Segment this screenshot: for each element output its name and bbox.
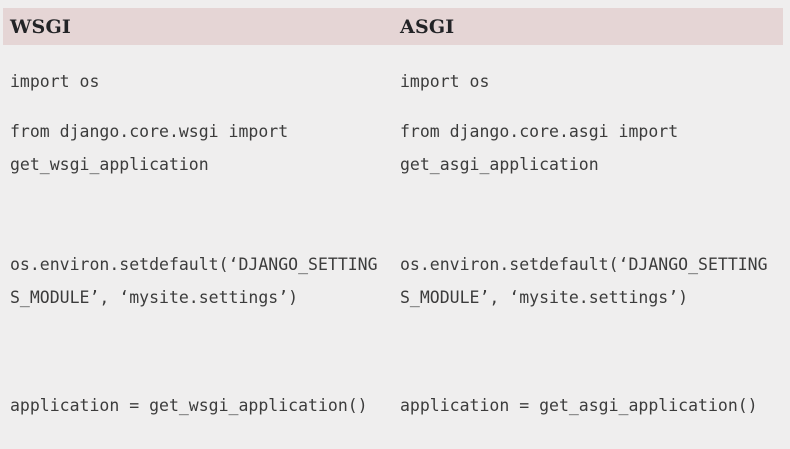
- code-paragraph: os.environ.setdefault(‘DJANGO_SETTING S_…: [400, 248, 781, 314]
- code-paragraph: import os: [10, 65, 391, 98]
- code-line: import os: [400, 72, 490, 91]
- code-paragraph: from django.core.wsgi import get_wsgi_ap…: [10, 115, 391, 181]
- code-paragraph: import os: [400, 65, 781, 98]
- code-line: os.environ.setdefault(‘DJANGO_SETTING: [400, 255, 768, 274]
- code-paragraph: os.environ.setdefault(‘DJANGO_SETTING S_…: [10, 248, 391, 314]
- code-line: S_MODULE’, ‘mysite.settings’): [10, 288, 299, 307]
- blank-line: [10, 198, 391, 231]
- code-line: get_asgi_application: [400, 155, 599, 174]
- code-line: application = get_asgi_application(): [400, 396, 758, 415]
- column-header-wsgi: WSGI: [10, 15, 71, 38]
- table-body-row: import os from django.core.wsgi import g…: [3, 45, 783, 439]
- table-header-row: WSGI ASGI: [3, 8, 783, 45]
- code-paragraph: from django.core.asgi import get_asgi_ap…: [400, 115, 781, 181]
- code-line: from django.core.wsgi import: [10, 122, 289, 141]
- code-paragraph: application = get_wsgi_application(): [10, 389, 391, 422]
- code-cell-asgi: import os from django.core.asgi import g…: [393, 65, 783, 439]
- code-line: application = get_wsgi_application(): [10, 396, 368, 415]
- code-cell-wsgi: import os from django.core.wsgi import g…: [3, 65, 393, 439]
- code-line: get_wsgi_application: [10, 155, 209, 174]
- code-paragraph: application = get_asgi_application(): [400, 389, 781, 422]
- code-line: import os: [10, 72, 100, 91]
- blank-line: [10, 331, 391, 372]
- code-line: S_MODULE’, ‘mysite.settings’): [400, 288, 689, 307]
- code-line: os.environ.setdefault(‘DJANGO_SETTING: [10, 255, 378, 274]
- blank-line: [400, 198, 781, 231]
- code-line: from django.core.asgi import: [400, 122, 679, 141]
- blank-line: [400, 331, 781, 372]
- wsgi-asgi-comparison-table: WSGI ASGI import os from django.core.wsg…: [3, 8, 783, 439]
- column-header-asgi: ASGI: [400, 15, 455, 38]
